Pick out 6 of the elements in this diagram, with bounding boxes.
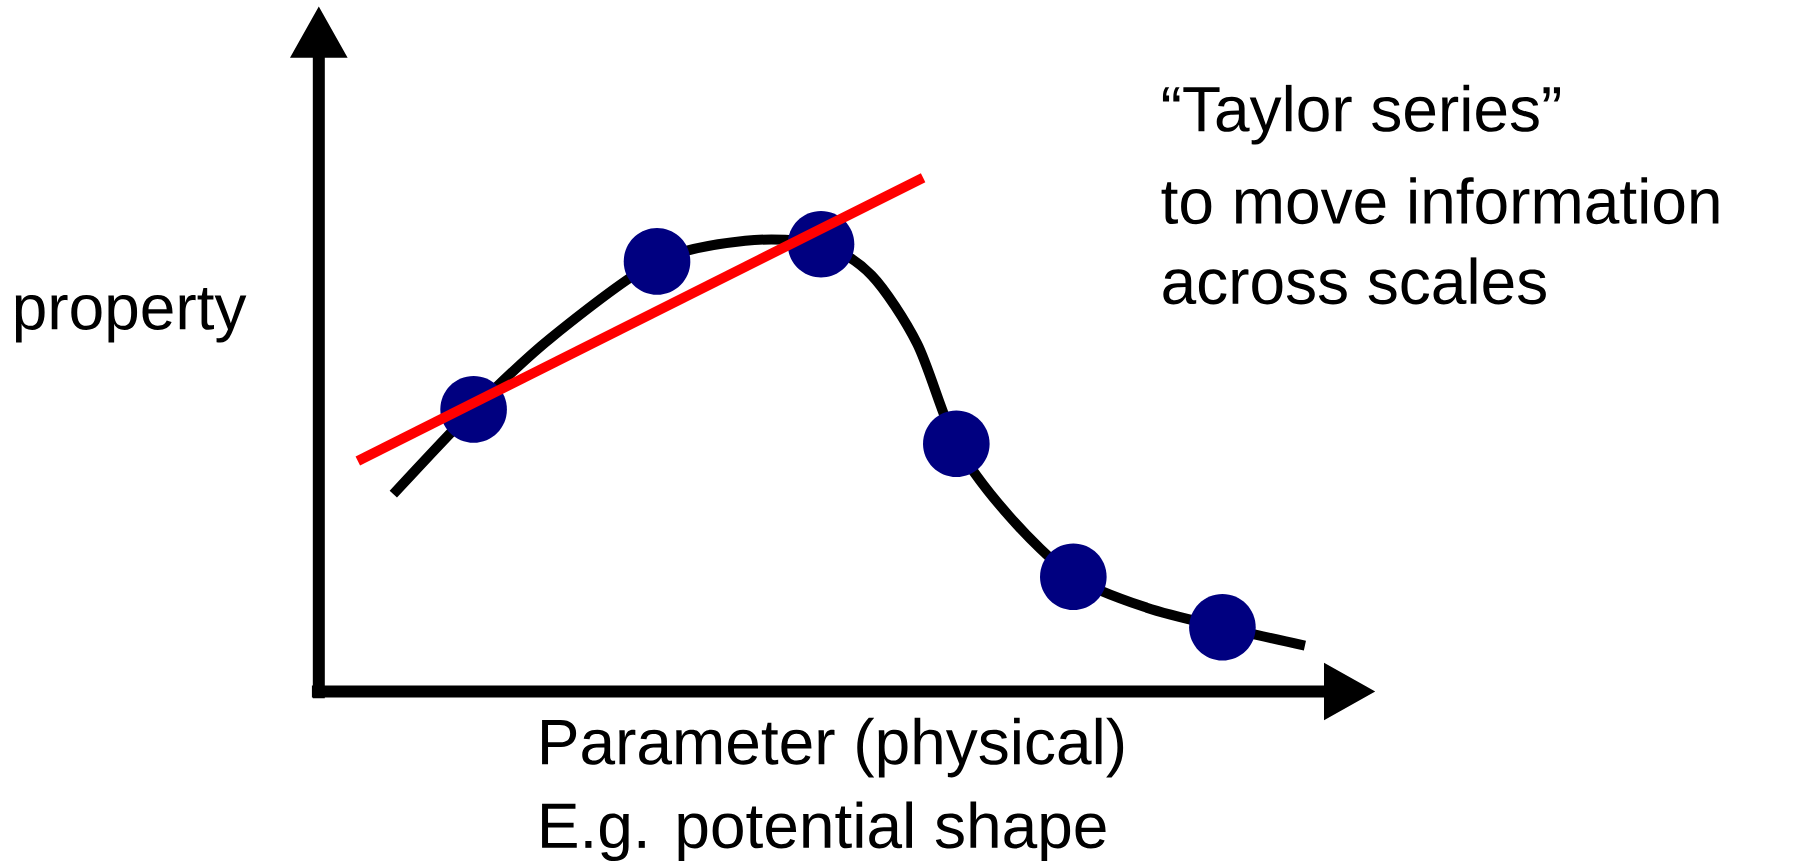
axis-label: E.g. potential shape [542,801,1106,862]
note-text: across scales [1163,257,1546,305]
note-text: “Taylor series” [1162,84,1560,145]
note-text: to move information [1161,177,1719,225]
axis-label: property [15,287,247,343]
axis-label: Parameter (physical) [542,717,1124,778]
